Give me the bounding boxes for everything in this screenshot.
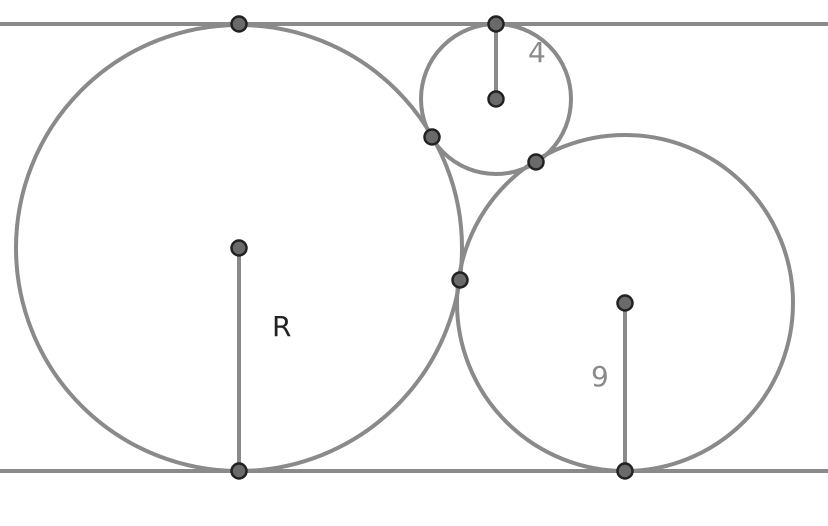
medium-radius-label: 9 [591, 360, 609, 393]
tangent-point-large-bottom [230, 462, 248, 480]
tangent-point-large-medium [451, 271, 469, 289]
large-radius-label: R [272, 310, 291, 343]
medium-circle-center [616, 294, 634, 312]
small-radius-label: 4 [528, 36, 546, 69]
tangent-point-medium-bottom [616, 462, 634, 480]
large-circle-center [230, 239, 248, 257]
small-circle-center [487, 90, 505, 108]
tangent-point-small-top [487, 15, 505, 33]
tangent-point-small-medium [527, 153, 545, 171]
tangent-point-large-small [423, 128, 441, 146]
tangent-point-large-top [230, 15, 248, 33]
